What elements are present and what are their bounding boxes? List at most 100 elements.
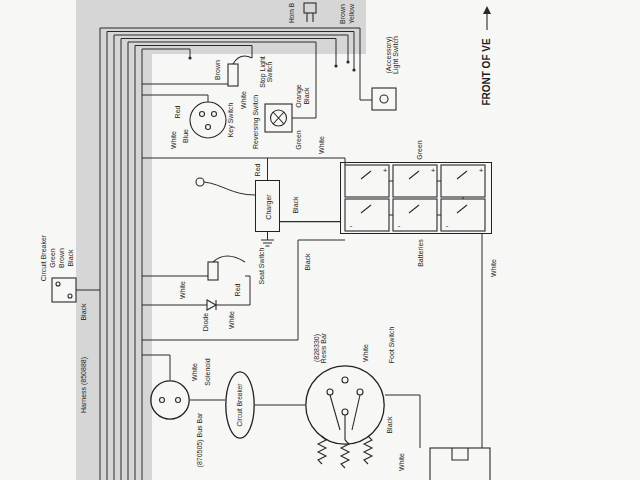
wire	[142, 84, 228, 85]
battery-cell	[441, 165, 485, 197]
wire	[107, 32, 354, 480]
polarity-mark: -	[398, 222, 401, 230]
horn-button-symbol	[304, 3, 316, 13]
wire-color: Red	[234, 284, 241, 297]
motor-symbol	[430, 448, 490, 480]
component-name: Foot Switch	[388, 327, 395, 364]
ground-symbol	[261, 232, 274, 246]
foot-switch-symbol-shape	[306, 366, 384, 444]
orientation-note: FRONT OF VE	[482, 38, 493, 105]
wire	[482, 234, 483, 448]
terminal	[188, 56, 191, 59]
terminal	[352, 68, 355, 71]
wire	[142, 276, 208, 277]
key-switch-terminal	[206, 125, 211, 130]
foot-switch-contact	[357, 389, 363, 395]
harness-wires	[100, 28, 372, 480]
wire	[100, 28, 372, 480]
key-switch-symbol	[190, 102, 226, 138]
seat-switch-lever	[213, 256, 245, 262]
wire-color: Black	[67, 249, 74, 266]
key-switch-terminal	[212, 112, 217, 117]
battery-pack: Batteries	[340, 162, 492, 234]
wire	[142, 240, 345, 340]
wire-color: Green	[295, 130, 302, 149]
solenoid-terminal	[176, 398, 181, 403]
wire-color: Red	[254, 164, 261, 177]
part-label: Horn B	[289, 3, 296, 23]
polarity-mark: -	[350, 222, 353, 230]
motor-terminal	[452, 448, 468, 460]
wire-color: Green	[416, 140, 423, 159]
reversing-switch-dial	[271, 110, 287, 126]
terminal	[334, 64, 337, 67]
battery-cell-link	[361, 171, 467, 213]
part-label: Harness (850888)	[80, 357, 87, 413]
horn-button-leads	[307, 13, 313, 22]
wire-color: White	[490, 259, 497, 277]
front-arrow-head	[483, 6, 491, 14]
battery-cell	[393, 199, 437, 231]
wire-connector	[255, 404, 305, 405]
foot-switch-symbol: Foot Switch	[305, 365, 385, 445]
solenoid-symbol: Solenoid	[150, 380, 190, 420]
charger-plug	[196, 178, 204, 186]
wire-color: Black	[80, 303, 87, 320]
part-label: (870505) Bus Bar	[196, 413, 203, 468]
part-label: (828330) Resis Bar	[313, 328, 328, 368]
reversing-switch-symbol	[265, 104, 292, 132]
breaker-terminal	[56, 282, 60, 286]
part-label: Reversing Switch	[252, 95, 259, 149]
wire	[114, 35, 348, 480]
wire	[142, 95, 208, 102]
wire-color: White	[398, 453, 405, 471]
wire-color: Brown	[339, 4, 346, 24]
wire-color: White	[228, 311, 235, 329]
component-name: Batteries	[417, 239, 424, 267]
wire	[76, 290, 100, 291]
foot-switch-symbol-outline	[305, 365, 385, 445]
polarity-mark: +	[383, 167, 388, 175]
wire-color: White	[362, 344, 369, 362]
wire-color: Black	[303, 87, 310, 104]
wire-color: Red	[174, 106, 181, 119]
wire-color: White	[191, 363, 198, 381]
wire-color: Yellow	[348, 4, 355, 24]
wire-color: White	[170, 131, 177, 149]
part-label: (Accessory) Light Switch	[385, 31, 400, 79]
part-label: Seat Switch	[258, 248, 265, 285]
wire	[142, 49, 190, 480]
circuit-breaker-symbol: Circuit Breaker	[225, 371, 255, 439]
solenoid-terminal	[160, 398, 165, 403]
breaker-terminal	[68, 294, 72, 298]
wire	[142, 158, 345, 165]
part-label: Diode	[202, 313, 209, 331]
stop-light-switch-lever	[233, 56, 252, 64]
stop-light-switch-symbol	[228, 64, 238, 86]
wire	[142, 355, 170, 380]
wire	[135, 46, 252, 480]
foot-switch-contact	[342, 377, 348, 383]
branch-wires	[76, 84, 482, 448]
key-switch-terminal	[200, 112, 205, 117]
wire-color: White	[318, 136, 325, 154]
wire-color: White	[179, 281, 186, 299]
accessory-switch-symbol	[372, 88, 396, 110]
components	[52, 3, 490, 480]
harness-band	[76, 0, 366, 480]
seat-switch-symbol	[208, 262, 218, 280]
wire-color: Brown	[214, 60, 221, 80]
component-name: Charger	[265, 194, 272, 219]
circuit-breaker-symbol-shape	[226, 372, 254, 438]
battery-jumper	[389, 181, 463, 215]
part-label: Stop Light Switch	[259, 52, 274, 92]
wire	[267, 158, 268, 180]
wire-color: Black	[304, 253, 311, 270]
wire-color: Green	[49, 248, 56, 267]
circuit-breaker-box	[52, 278, 76, 302]
wire-connector	[190, 399, 225, 400]
wire-connector	[280, 221, 340, 222]
